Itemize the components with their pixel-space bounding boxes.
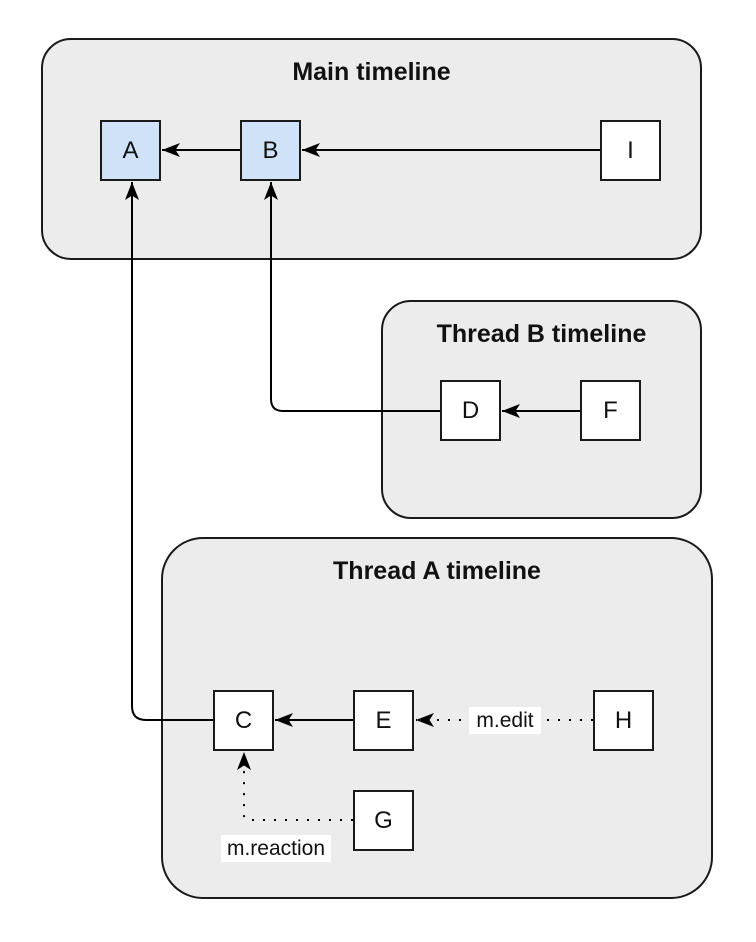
node-f-label: F (603, 396, 618, 424)
node-g-label: G (374, 806, 393, 834)
node-i: I (600, 120, 661, 181)
edge-c-to-a (125, 182, 213, 721)
group-main-timeline-title: Main timeline (292, 58, 451, 86)
node-g: G (353, 790, 414, 851)
node-c-label: C (234, 706, 253, 734)
edge-label-m-edit: m.edit (469, 707, 541, 734)
group-thread-b-timeline-title: Thread B timeline (436, 320, 647, 348)
node-f: F (580, 380, 641, 441)
edge-g-to-c-dotted (237, 752, 353, 821)
edge-d-to-b (264, 182, 440, 412)
node-b: B (240, 120, 301, 181)
node-a: A (100, 120, 161, 181)
node-i-label: I (627, 136, 634, 164)
group-thread-b-timeline: Thread B timeline (381, 300, 702, 519)
node-h: H (593, 690, 654, 751)
node-a-label: A (122, 136, 139, 164)
node-d-label: D (461, 396, 480, 424)
node-b-label: B (262, 136, 279, 164)
edge-label-m-reaction: m.reaction (221, 835, 331, 862)
node-e-label: E (375, 706, 392, 734)
node-h-label: H (614, 706, 633, 734)
group-thread-a-timeline-title: Thread A timeline (333, 557, 541, 585)
node-c: C (213, 690, 274, 751)
node-e: E (353, 690, 414, 751)
node-d: D (440, 380, 501, 441)
